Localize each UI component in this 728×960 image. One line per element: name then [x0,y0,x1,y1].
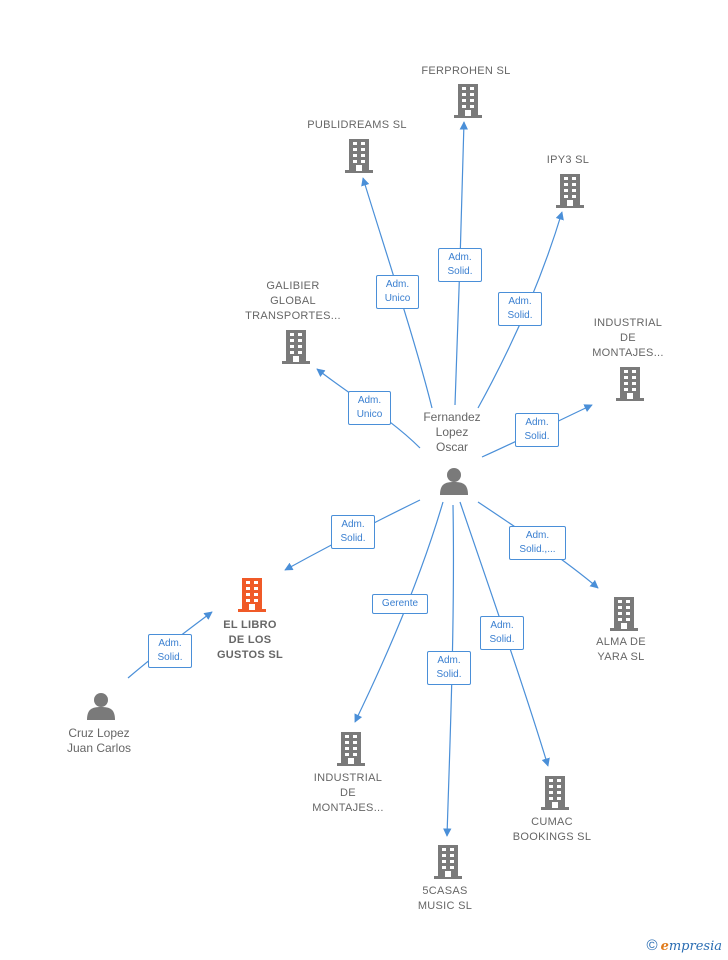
building-icon[interactable] [282,330,310,364]
edge-label-ferprohen[interactable]: Adm. Solid. [438,248,482,282]
role-line: Solid. [157,652,183,663]
building-icon[interactable] [337,732,365,766]
edge-label-industrial-top[interactable]: Adm. Solid. [515,413,559,447]
label-line: EL LIBRO [223,619,277,631]
node-label-alma[interactable]: ALMA DE YARA SL [556,635,686,665]
role-line: Unico [356,409,383,420]
edge-label-galibier[interactable]: Adm. Unico [348,391,391,425]
edges [127,121,599,837]
edge-label-ipy3[interactable]: Adm. Solid. [498,292,542,326]
role-line: Solid. [507,310,533,321]
label-line: DE LOS [228,634,272,646]
label-line: GALIBIER [266,280,320,292]
node-label-industrial-top[interactable]: INDUSTRIAL DE MONTAJES... [563,316,693,361]
node-label-industrial-bottom[interactable]: INDUSTRIAL DE MONTAJES... [283,771,413,816]
node-label-ipy3[interactable]: IPY3 SL [503,153,633,168]
role-line: Solid. [489,634,515,645]
brand-initial: e [660,939,669,954]
role-line: Adm. [357,395,382,406]
edge-label-alma[interactable]: Adm. Solid.,... [509,526,566,560]
label-line: PUBLIDREAMS SL [307,119,407,131]
role-line: Solid. [524,431,550,442]
role-line: Adm. [508,296,532,307]
edge-label-cruz[interactable]: Adm. Solid. [148,634,192,668]
copyright-symbol: © [646,937,658,954]
label-line: Lopez [435,425,469,439]
node-label-cruz[interactable]: Cruz Lopez Juan Carlos [34,726,164,756]
label-line: DE [620,332,636,344]
label-line: TRANSPORTES... [245,310,341,322]
label-line: GUSTOS SL [216,649,284,661]
brand-name: mpresia [668,939,722,954]
node-icons [87,84,644,879]
role-line: Adm. [341,519,365,530]
label-line: Cruz Lopez [68,726,130,740]
node-label-el-libro[interactable]: EL LIBRO DE LOS GUSTOS SL [185,618,315,663]
building-icon[interactable] [434,845,462,879]
person-icon[interactable] [440,468,468,495]
role-line: Solid.,... [519,544,556,555]
role-line: Adm. [437,655,461,666]
label-line: Fernandez [423,410,481,424]
label-line: 5CASAS [422,885,468,897]
role-line: Adm. [158,638,182,649]
person-icon[interactable] [87,693,115,720]
role-line: Gerente [381,598,419,609]
role-line: Adm. [385,279,410,290]
node-label-cumac[interactable]: CUMAC BOOKINGS SL [487,815,617,845]
label-line: INDUSTRIAL [593,317,663,329]
label-line: MONTAJES... [592,347,664,359]
edge-label-cumac[interactable]: Adm. Solid. [480,616,524,650]
label-line: DE [340,787,356,799]
edge-label-el-libro[interactable]: Adm. Solid. [331,515,375,549]
label-line: Juan Carlos [66,741,132,755]
building-icon[interactable] [610,597,638,631]
brand-logo: ©empresia [647,937,722,954]
node-label-fernandez[interactable]: Fernandez Lopez Oscar [387,410,517,455]
node-label-galibier[interactable]: GALIBIER GLOBAL TRANSPORTES... [228,279,358,324]
building-icon[interactable] [556,174,584,208]
label-line: CUMAC [531,816,573,828]
label-line: BOOKINGS SL [512,831,592,843]
building-icon[interactable] [345,139,373,173]
edge-label-publidreams[interactable]: Adm. Unico [376,275,419,309]
role-line: Solid. [436,669,462,680]
building-icon[interactable] [541,776,569,810]
role-line: Unico [384,293,411,304]
edge-label-industrial-bottom[interactable]: Gerente [372,594,428,614]
node-label-ferprohen[interactable]: FERPROHEN SL [401,64,531,79]
role-line: Solid. [447,266,473,277]
label-line: ALMA DE [596,636,646,648]
building-icon[interactable] [238,578,266,612]
building-icon[interactable] [454,84,482,118]
label-line: Oscar [435,440,468,454]
label-line: MUSIC SL [417,900,473,912]
label-line: IPY3 SL [546,154,590,166]
edge-industrial-bottom [354,501,444,723]
node-label-cincocasas[interactable]: 5CASAS MUSIC SL [380,884,510,914]
label-line: FERPROHEN SL [421,65,511,77]
role-line: Adm. [448,252,472,263]
role-line: Solid. [340,533,366,544]
label-line: YARA SL [597,651,645,663]
edge-label-cincocasas[interactable]: Adm. Solid. [427,651,471,685]
role-line: Adm. [525,417,549,428]
label-line: GLOBAL [270,295,316,307]
label-line: MONTAJES... [312,802,384,814]
node-label-publidreams[interactable]: PUBLIDREAMS SL [292,118,422,133]
role-line: Adm. [525,530,550,541]
building-icon[interactable] [616,367,644,401]
role-line: Adm. [490,620,514,631]
label-line: INDUSTRIAL [313,772,383,784]
